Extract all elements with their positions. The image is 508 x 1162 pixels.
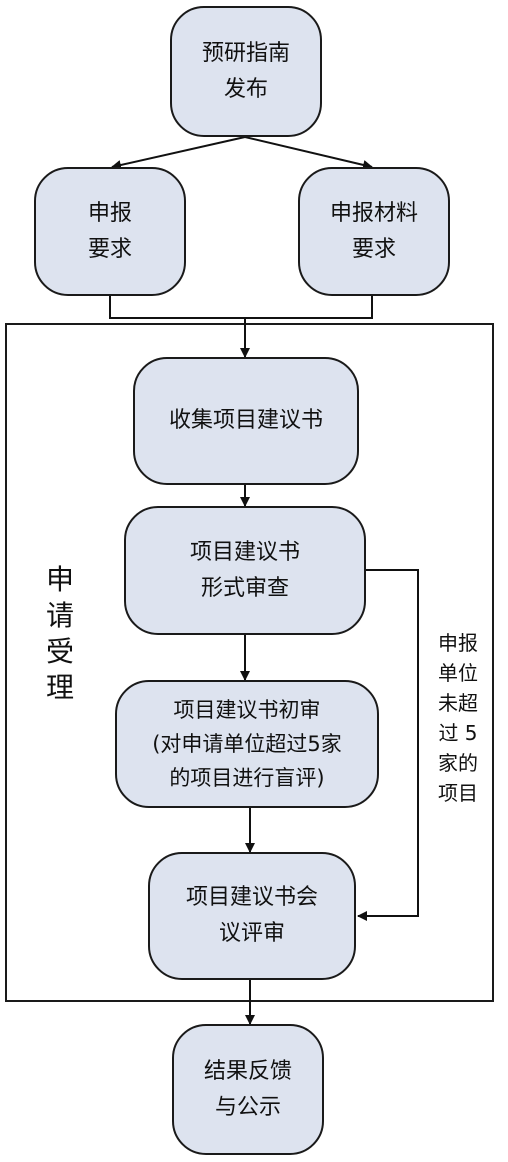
frame-label-char: 申: [45, 563, 74, 596]
node-line: 项目建议书会: [185, 885, 318, 910]
node-line: 申报材料: [329, 200, 418, 226]
collect-proposals-node: 收集项目建议书: [133, 357, 359, 485]
node-line: 收集项目建议书: [168, 408, 323, 433]
guide-release-node: 预研指南 发布: [170, 6, 322, 137]
node-line: 要求: [351, 236, 396, 262]
node-line: 议评审: [218, 921, 285, 946]
bypass-condition-label: 申报 单位 未超 过 5 家的 项目: [430, 628, 486, 808]
node-line: 的项目进行盲评): [169, 766, 325, 790]
frame-label-char: 理: [45, 671, 74, 704]
material-requirements-node: 申报材料 要求: [298, 167, 450, 296]
node-line: 结果反馈: [203, 1058, 292, 1084]
node-line: 预研指南: [201, 40, 290, 66]
merge-line: [109, 296, 373, 319]
side-label-line: 单位: [438, 661, 478, 685]
side-label-line: 家的: [438, 751, 478, 775]
side-label-line: 申报: [438, 631, 478, 655]
frame-label: 申 请 受 理: [42, 562, 78, 706]
node-line: 项目建议书初审: [173, 698, 321, 722]
arrow-guide-to-apply: [111, 136, 246, 170]
node-line: 项目建议书: [189, 539, 300, 565]
apply-requirements-node: 申报 要求: [34, 167, 186, 296]
side-label-line: 未超: [438, 691, 478, 715]
meeting-review-node: 项目建议书会 议评审: [148, 852, 356, 980]
formal-review-node: 项目建议书 形式审查: [124, 506, 366, 635]
frame-label-char: 请: [45, 599, 74, 632]
arrow-guide-to-material: [244, 136, 373, 170]
frame-label-char: 受: [45, 635, 74, 668]
side-label-line: 项目: [438, 781, 478, 805]
node-line: (对申请单位超过5家: [152, 732, 342, 756]
side-label-line: 过 5: [438, 721, 478, 745]
node-line: 要求: [87, 236, 132, 262]
result-publicity-node: 结果反馈 与公示: [172, 1024, 324, 1155]
node-line: 与公示: [214, 1094, 281, 1120]
node-line: 发布: [223, 76, 268, 102]
first-review-node: 项目建议书初审 (对申请单位超过5家 的项目进行盲评): [115, 680, 379, 808]
bypass-line: [357, 569, 419, 921]
node-line: 申报: [87, 200, 132, 226]
node-line: 形式审查: [200, 575, 289, 601]
